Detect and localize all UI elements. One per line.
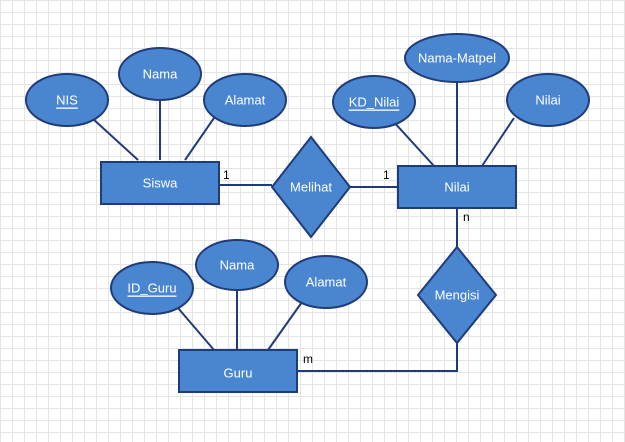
attribute-nilai-matpel[interactable]: Nama-Matpel — [404, 33, 510, 83]
cardinality-guru-mengisi: m — [303, 352, 313, 366]
attribute-guru-id-label: ID_Guru — [127, 281, 176, 296]
attribute-siswa-nis-label: NIS — [56, 93, 78, 108]
attribute-siswa-nama[interactable]: Nama — [118, 47, 202, 101]
relationship-melihat-label: Melihat — [290, 180, 332, 195]
link-alamat-guru — [267, 301, 303, 351]
attribute-nilai-kd[interactable]: KD_Nilai — [332, 75, 416, 129]
entity-siswa[interactable]: Siswa — [100, 161, 220, 205]
link-guru-mengisi — [298, 343, 458, 372]
link-nilai-attr-nilai — [481, 117, 515, 167]
entity-nilai-label: Nilai — [444, 180, 469, 195]
entity-guru[interactable]: Guru — [178, 349, 298, 393]
relationship-mengisi-label: Mengisi — [435, 288, 480, 303]
attribute-guru-alamat-label: Alamat — [306, 275, 347, 290]
link-kdnilai-nilai — [391, 119, 435, 167]
cardinality-nilai-melihat: 1 — [383, 168, 390, 182]
attribute-guru-alamat[interactable]: Alamat — [284, 255, 368, 309]
attribute-nilai-nilai-label: Nilai — [535, 93, 560, 108]
attribute-guru-nama[interactable]: Nama — [195, 239, 279, 291]
relationship-melihat[interactable]: Melihat — [270, 135, 352, 239]
entity-nilai[interactable]: Nilai — [397, 165, 517, 209]
link-alamat-siswa — [184, 117, 215, 161]
link-idguru-guru — [177, 307, 215, 351]
cardinality-siswa-melihat: 1 — [223, 168, 230, 182]
attribute-siswa-alamat-label: Alamat — [225, 93, 266, 108]
attribute-nilai-matpel-label: Nama-Matpel — [418, 51, 496, 66]
relationship-mengisi[interactable]: Mengisi — [416, 245, 498, 345]
attribute-guru-nama-label: Nama — [220, 258, 255, 273]
entity-siswa-label: Siswa — [143, 176, 178, 191]
entity-guru-label: Guru — [224, 366, 253, 381]
connector-lines — [91, 77, 515, 372]
cardinality-nilai-mengisi: n — [463, 210, 470, 224]
attribute-nilai-kd-label: KD_Nilai — [349, 95, 400, 110]
attribute-siswa-alamat[interactable]: Alamat — [203, 73, 287, 127]
attribute-guru-id[interactable]: ID_Guru — [110, 261, 194, 315]
attribute-nilai-nilai[interactable]: Nilai — [506, 73, 590, 127]
attribute-siswa-nis[interactable]: NIS — [25, 73, 109, 127]
link-nis-siswa — [91, 117, 139, 161]
attribute-siswa-nama-label: Nama — [143, 67, 178, 82]
